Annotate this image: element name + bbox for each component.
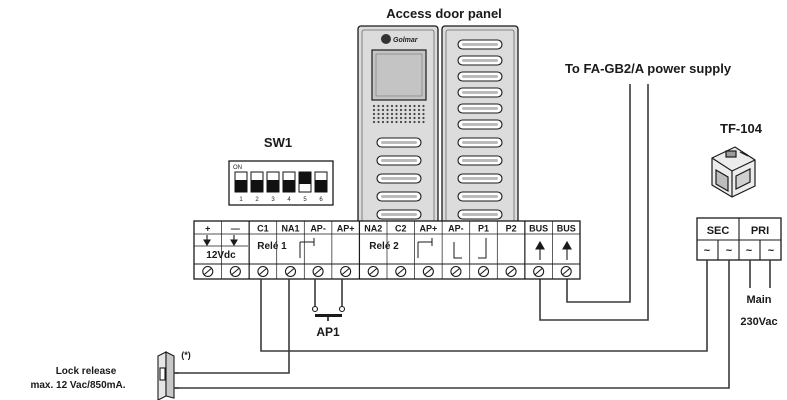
terminal-label: AP-	[310, 224, 326, 234]
svg-text:Golmar: Golmar	[393, 37, 419, 44]
terminal-label: AP-	[448, 224, 464, 234]
dip-lever	[299, 172, 311, 184]
terminal-label: C1	[257, 224, 269, 234]
transformer-terminals: SEC PRI ~ ~ ~ ~	[696, 217, 782, 261]
lock-wire-c1	[260, 260, 708, 352]
pri-label: PRI	[751, 225, 769, 237]
bus-wire-1	[539, 84, 649, 321]
terminal-screw	[533, 265, 545, 278]
dip-number: 4	[287, 197, 291, 203]
call-buttons-right	[457, 39, 503, 238]
terminal-label: C2	[395, 224, 407, 234]
terminal-label: NA1	[281, 224, 299, 234]
terminal-screw	[422, 265, 434, 278]
terminal-label: AP+	[419, 224, 437, 234]
pri-terminal-2: ~	[768, 245, 775, 257]
terminal-label: BUS	[529, 224, 548, 234]
vdc-label: 12Vdc	[206, 250, 236, 261]
dip-lever	[315, 180, 327, 192]
terminal-label: NA2	[364, 224, 382, 234]
dip-number: 5	[303, 197, 307, 203]
terminal-screw	[229, 265, 241, 278]
terminal-label: BUS	[557, 224, 576, 234]
terminal-screw	[450, 265, 462, 278]
terminal-label: P2	[506, 224, 517, 234]
dip-number: 1	[239, 197, 243, 203]
terminal-block: + — C1 NA1 AP- AP+ NA2 C2 AP+ AP- P1 P2 BUS BUS 12Vdc…	[193, 220, 581, 280]
terminal-screw	[312, 265, 324, 278]
rele1-label: Relé 1	[257, 241, 287, 252]
voltage-label: 230Vac	[740, 316, 777, 328]
panel-title: Access door panel	[386, 6, 502, 21]
terminal-screw	[202, 265, 214, 278]
sec-label: SEC	[707, 225, 730, 237]
terminal-label: +	[205, 224, 210, 234]
dip-switch: ON 1 2 3 4 5 6	[228, 160, 334, 206]
door-panel-module-left: Golmar	[357, 25, 439, 249]
lock-spec-label: max. 12 Vac/850mA.	[30, 380, 125, 391]
dip-lever	[267, 180, 279, 192]
speaker-grille	[372, 104, 425, 124]
lock-release-icon	[157, 351, 179, 400]
lock-wire-relay	[175, 279, 290, 374]
dip-lever	[251, 180, 263, 192]
bus-wire-2	[566, 84, 631, 303]
transformer-icon	[711, 146, 756, 198]
golmar-logo: Golmar	[381, 34, 419, 44]
door-panel-module-right	[441, 25, 519, 249]
dip-lever	[283, 180, 295, 192]
note-mark: (*)	[181, 350, 191, 360]
terminal-label: —	[231, 224, 240, 234]
dip-lever	[235, 180, 247, 192]
terminal-screw	[284, 265, 297, 278]
terminal-screw	[367, 265, 379, 278]
ap1-pushbutton	[311, 279, 346, 321]
terminal-screw	[340, 265, 352, 278]
dip-number: 3	[271, 197, 275, 203]
svg-text:ON: ON	[233, 165, 242, 171]
terminal-screw	[505, 265, 517, 278]
lock-wire-sec	[175, 260, 730, 389]
pri-terminal-1: ~	[746, 245, 753, 257]
terminal-screw	[477, 265, 490, 278]
terminal-screw	[395, 265, 407, 278]
main-label: Main	[746, 294, 771, 306]
power-supply-label: To FA-GB2/A power supply	[565, 61, 732, 76]
sw1-label: SW1	[264, 135, 292, 150]
terminal-label: AP+	[337, 224, 355, 234]
dip-number: 6	[319, 197, 323, 203]
sec-terminal-1: ~	[704, 245, 711, 257]
sec-terminal-2: ~	[726, 245, 733, 257]
display-screen	[371, 49, 427, 101]
rele2-label: Relé 2	[369, 241, 399, 252]
terminal-label: P1	[478, 224, 489, 234]
terminal-screw	[257, 265, 269, 278]
lock-release-label: Lock release	[56, 366, 117, 377]
tf104-label: TF-104	[720, 121, 763, 136]
terminal-screw	[560, 265, 572, 278]
ap1-label: AP1	[316, 325, 340, 339]
dip-number: 2	[255, 197, 259, 203]
